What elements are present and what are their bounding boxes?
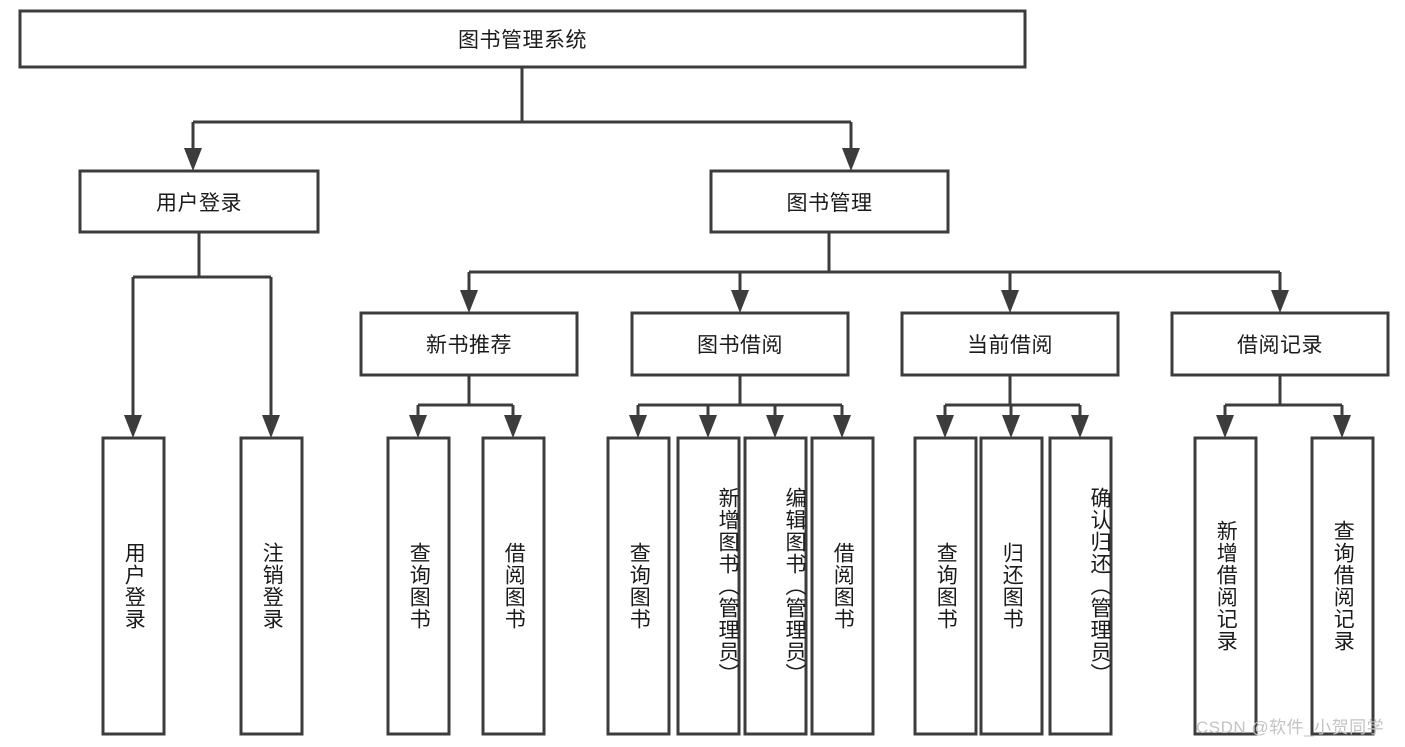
node-leaf-query-record[interactable] [1310,436,1375,736]
node-leaf-user-login[interactable] [101,436,166,736]
connector-booklogin-to-leaves [124,232,280,438]
node-leaf-logout[interactable] [239,436,304,736]
node-leaf-borrow-book-2[interactable] [810,436,875,736]
node-current-borrow[interactable] [900,311,1120,377]
node-book-manage[interactable] [709,169,950,234]
node-new-book-rec[interactable] [359,311,579,377]
connector-newbook-to-leaves [409,375,522,438]
node-leaf-add-record[interactable] [1193,436,1258,736]
node-book-borrow[interactable] [630,311,850,377]
node-leaf-confirm-return[interactable] [1048,436,1113,736]
node-leaf-add-book[interactable] [676,436,741,736]
node-leaf-query-book-3[interactable] [913,436,978,736]
node-root[interactable] [18,9,1027,69]
connector-currentborrow-to-leaves [936,375,1089,438]
node-leaf-borrow-book-1[interactable] [481,436,546,736]
connector-bookborrow-to-leaves [629,375,851,438]
node-leaf-edit-book[interactable] [743,436,808,736]
node-leaf-return-book[interactable] [979,436,1044,736]
csdn-watermark: CSDN @软件_小贺同学 [1196,718,1385,737]
connector-borrowrecord-to-leaves [1216,375,1351,438]
node-leaf-query-book-2[interactable] [606,436,671,736]
connector-root-to-level2 [184,67,860,171]
node-leaf-query-book-1[interactable] [386,436,451,736]
node-borrow-record[interactable] [1170,311,1390,377]
node-user-login[interactable] [78,169,320,234]
connector-bookmanage-to-level3 [460,232,1289,313]
